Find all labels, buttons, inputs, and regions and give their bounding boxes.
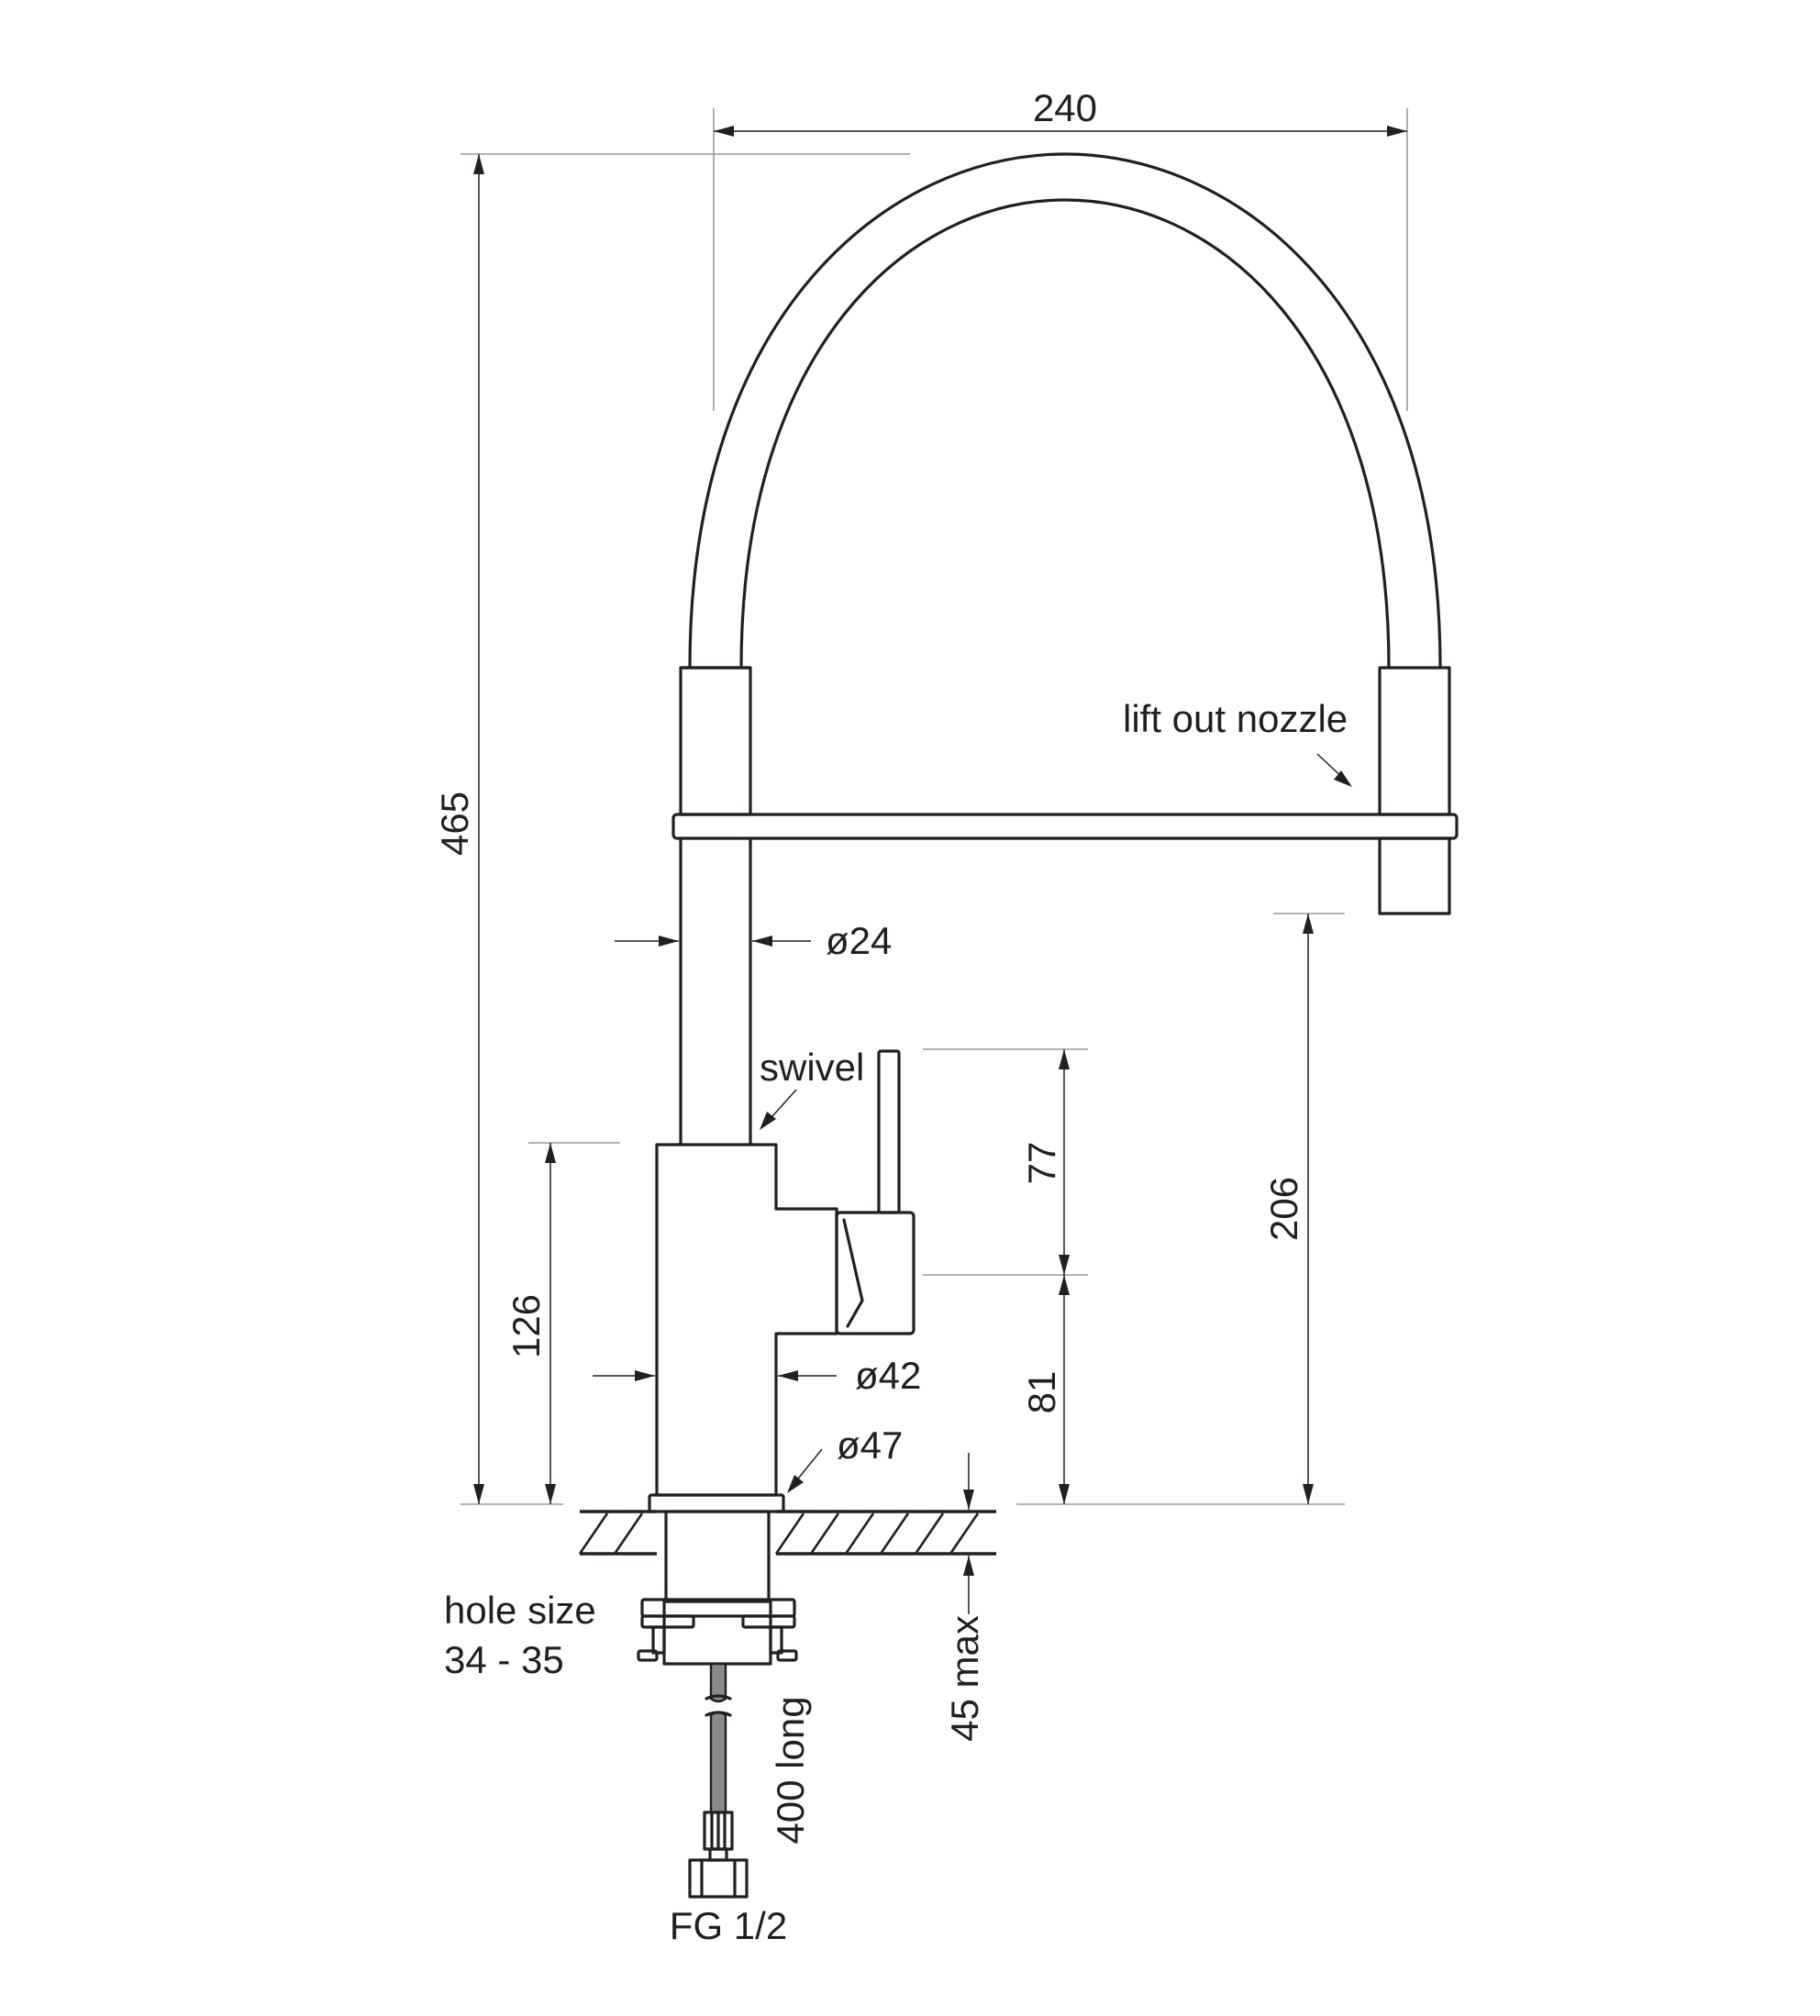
- riser-pipe: [679, 666, 752, 1146]
- fg-fitting: [688, 1858, 749, 1899]
- gooseneck-spout: [688, 152, 1442, 670]
- label-dim-81: 81: [1020, 1371, 1063, 1414]
- dimension-lines: [473, 126, 1407, 1614]
- label-width-240: 240: [1033, 86, 1097, 129]
- label-dia-47: ø47: [837, 1423, 903, 1467]
- label-dim-77: 77: [1020, 1142, 1063, 1185]
- label-45-max: 45 max: [943, 1615, 986, 1742]
- label-hole-size: hole size: [444, 1589, 596, 1632]
- label-dim-126: 126: [505, 1294, 548, 1358]
- label-dim-206: 206: [1262, 1177, 1305, 1241]
- flexible-hose: [688, 1662, 749, 1899]
- fixing-bracket: [637, 1598, 798, 1662]
- label-hole-size-range: 34 - 35: [444, 1638, 564, 1681]
- label-height-465: 465: [433, 792, 476, 856]
- label-dia-24: ø24: [826, 919, 892, 962]
- label-swivel: swivel: [760, 1046, 864, 1089]
- base-ring: [648, 1493, 785, 1513]
- lever-handle: [877, 1049, 901, 1214]
- label-400-long: 400 long: [769, 1696, 812, 1844]
- support-bar: [671, 813, 1459, 840]
- label-lift-out-nozzle: lift out nozzle: [1123, 697, 1348, 740]
- dimension-labels: 240 465 lift out nozzle ø24 swivel 77 20…: [433, 86, 1348, 1947]
- extension-lines: [461, 108, 1408, 1505]
- label-fg-half: FG 1/2: [670, 1904, 787, 1947]
- lift-out-nozzle: [1378, 666, 1451, 915]
- benchtop: [578, 1510, 996, 1556]
- shank: [662, 1510, 772, 1666]
- label-dia-42: ø42: [855, 1354, 921, 1397]
